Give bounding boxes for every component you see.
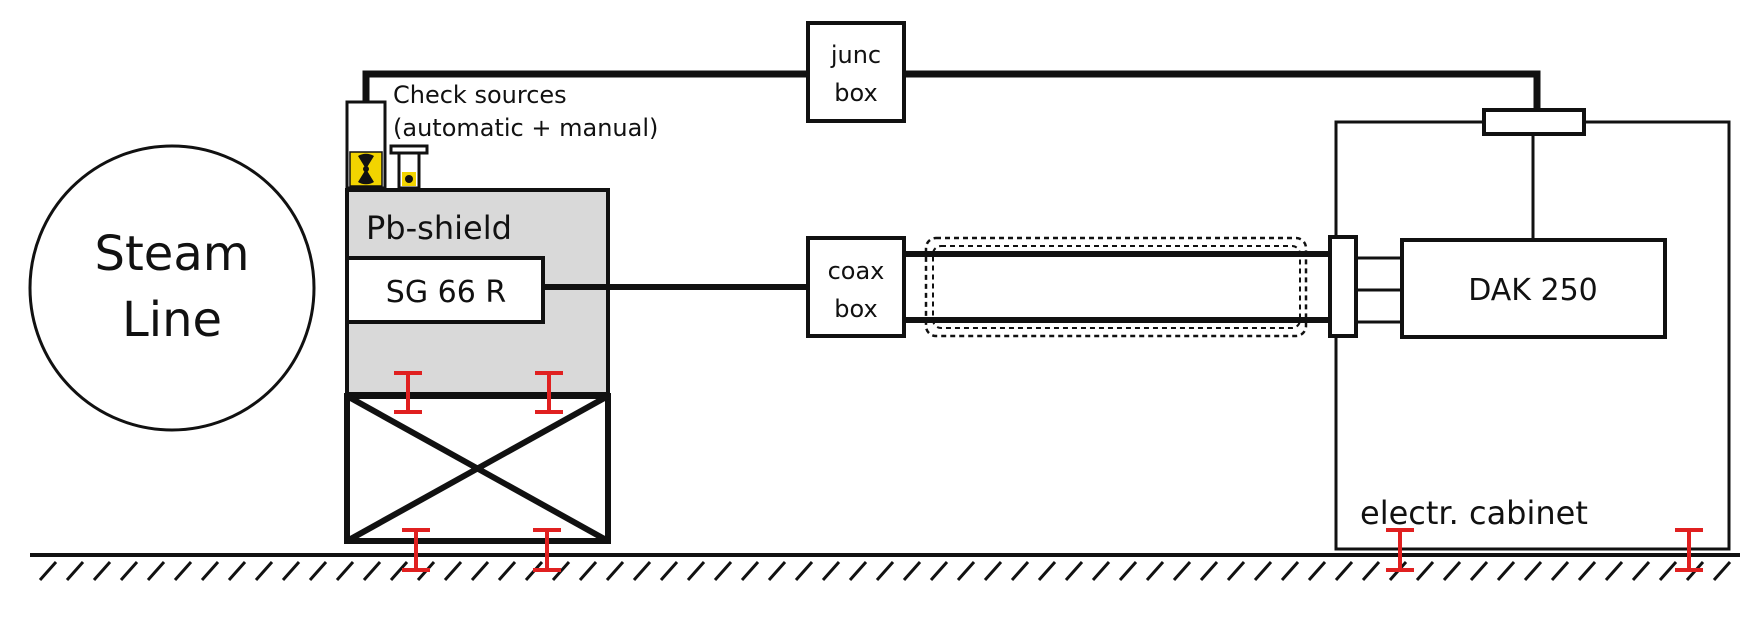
cable-shield-outer [924, 236, 1308, 338]
dak-frame [1400, 238, 1667, 339]
i-beam-support-icon [533, 528, 561, 572]
cable-to-junc-box [362, 70, 808, 102]
i-beam-support-icon [394, 371, 422, 414]
detector-label: SG 66 R [386, 275, 506, 310]
check-sources-label-2: (automatic + manual) [393, 114, 658, 142]
coax-box: coax box [806, 236, 906, 338]
ground-hatch-icon [38, 561, 1732, 581]
junc-box-frame [806, 21, 906, 123]
dak-250: DAK 250 [1400, 238, 1667, 339]
steam-line-label-1: Steam [95, 226, 250, 282]
stand-frame [344, 393, 611, 544]
cable-junc-to-cabinet [904, 70, 1541, 110]
steam-line: Steam Line [28, 144, 316, 432]
detector: SG 66 R [345, 256, 545, 324]
pb-shield-label: Pb-shield [366, 209, 512, 247]
steam-line-label-2: Line [122, 292, 222, 348]
check-sources-label-1: Check sources [393, 81, 567, 109]
stand-cross-2 [345, 393, 610, 544]
junc-box-label-2: box [834, 79, 877, 107]
coax-box-frame [806, 236, 906, 338]
terminal-block [1328, 235, 1402, 338]
i-beam-support-icon [535, 371, 563, 414]
steam-line-circle [28, 144, 316, 432]
ground [30, 553, 1740, 581]
junc-box-label-1: junc [830, 41, 881, 69]
radiation-trefoil-icon [402, 172, 416, 186]
i-beam-support-icon [402, 528, 430, 572]
coax-box-label-1: coax [828, 257, 885, 285]
i-beam-support-icon [1386, 528, 1414, 572]
top-cable [362, 70, 1541, 110]
coax-box-label-2: box [834, 295, 877, 323]
radiation-trefoil-icon [349, 151, 383, 187]
terminal-block-body [1328, 235, 1358, 338]
i-beam-supports [394, 371, 1703, 572]
support-stand [344, 393, 611, 544]
check-sources: Check sources (automatic + manual) [345, 81, 658, 190]
manual-source [389, 144, 429, 190]
junc-box: junc box [806, 21, 906, 123]
cabinet-top-terminal [1482, 108, 1586, 136]
i-beam-support-icon [1675, 528, 1703, 572]
cable-shield-inner [932, 245, 1301, 329]
shielded-cable [904, 236, 1330, 338]
cabinet-label: electr. cabinet [1360, 494, 1588, 532]
dak-label: DAK 250 [1468, 273, 1598, 308]
